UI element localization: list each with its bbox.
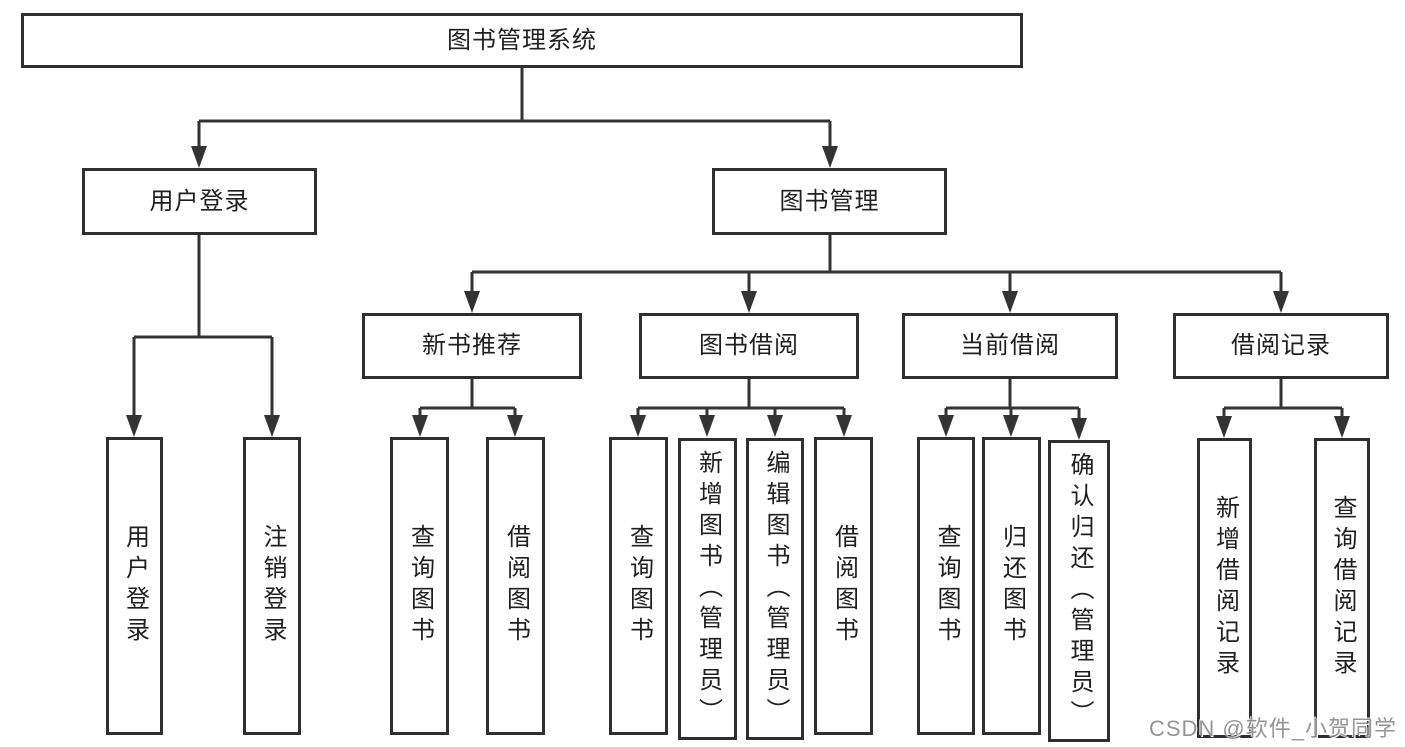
leaf-return-book: 归还图书 xyxy=(982,437,1041,735)
node-new-book-recommend: 新书推荐 xyxy=(362,313,582,379)
csdn-watermark: CSDN @软件_小贺同学 xyxy=(1148,716,1397,741)
leaf-borrow-book-2: 借阅图书 xyxy=(814,437,873,735)
leaf-query-borrow-record: 查询借阅记录 xyxy=(1314,438,1370,738)
leaf-user-login: 用户登录 xyxy=(106,437,163,735)
leaf-add-book-admin: 新增图书（管理员） xyxy=(678,438,737,740)
node-borrow-records: 借阅记录 xyxy=(1173,313,1389,379)
leaf-query-book-2: 查询图书 xyxy=(609,437,668,735)
node-book-management-branch: 图书管理 xyxy=(712,168,947,235)
leaf-confirm-return-admin: 确认归还（管理员） xyxy=(1048,440,1110,742)
leaf-edit-book-admin: 编辑图书（管理员） xyxy=(746,438,804,740)
node-root: 图书管理系统 xyxy=(21,13,1023,68)
node-book-borrow: 图书借阅 xyxy=(639,313,859,379)
leaf-query-book-3: 查询图书 xyxy=(917,437,975,735)
leaf-query-book-1: 查询图书 xyxy=(390,437,449,735)
arrowheads xyxy=(126,146,1350,440)
tree-edges xyxy=(132,68,1344,424)
leaf-borrow-book-1: 借阅图书 xyxy=(486,437,545,735)
node-user-login-branch: 用户登录 xyxy=(82,168,317,235)
leaf-add-borrow-record: 新增借阅记录 xyxy=(1197,438,1252,738)
leaf-logout: 注销登录 xyxy=(243,437,301,735)
node-current-borrow: 当前借阅 xyxy=(902,313,1118,379)
